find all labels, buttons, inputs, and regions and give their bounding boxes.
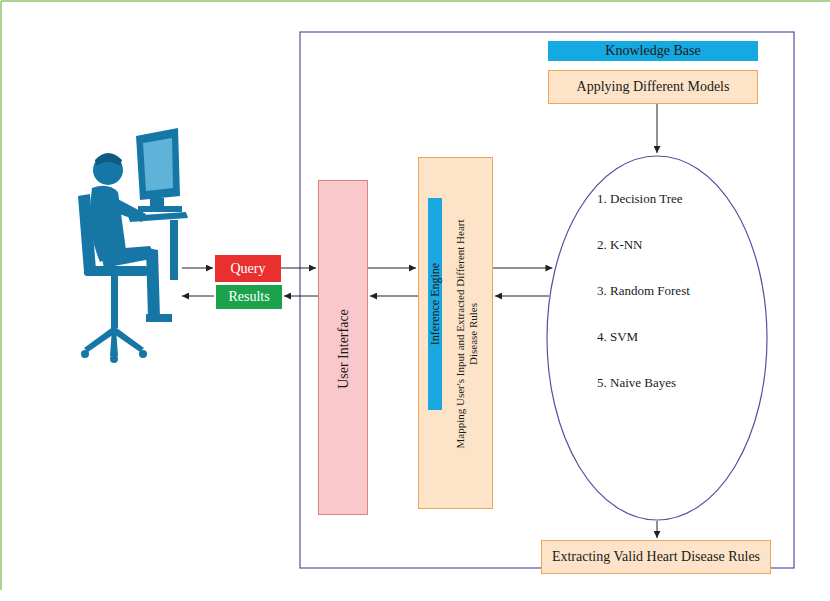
- list-item: 5. Naive Bayes: [597, 375, 690, 391]
- rotated-label: User Interface: [336, 309, 352, 389]
- list-item: 1. Decision Tree: [597, 191, 690, 207]
- user-arrow: [182, 296, 214, 297]
- frame-line: [1, 0, 830, 2]
- rotated-label: Inference Engine: [428, 263, 442, 345]
- model-list: 1. Decision Tree 2. K-NN 3. Random Forest 4…: [597, 191, 690, 421]
- user-interface-box: User Interface: [318, 180, 368, 515]
- flow-arrow: [370, 296, 418, 297]
- flow-arrow: [284, 296, 318, 297]
- process-box: Extracting Valid Heart Disease Rules: [541, 540, 771, 574]
- flow-arrow: [657, 521, 658, 538]
- flow-arrow: [657, 104, 658, 153]
- frame-line: [0, 1, 2, 590]
- box-label: Knowledge Base: [605, 43, 700, 59]
- knowledge-base-box: Knowledge Base: [548, 41, 758, 61]
- query-box: Query: [215, 255, 281, 282]
- flow-arrow: [493, 268, 552, 269]
- flow-arrow: [495, 296, 549, 297]
- system-boundary: [300, 32, 794, 568]
- user-at-computer: [78, 128, 188, 363]
- process-box: Applying Different Models: [548, 70, 758, 104]
- inference-engine-bar: Inference Engine: [428, 198, 442, 410]
- user-arrow: [182, 268, 213, 269]
- results-box: Results: [216, 285, 282, 309]
- flow-arrow: [368, 268, 416, 269]
- list-item: 2. K-NN: [597, 237, 690, 253]
- box-label: Results: [228, 289, 269, 305]
- list-item: 4. SVM: [597, 329, 690, 345]
- ellipse-outline: [546, 155, 768, 521]
- box-label: Applying Different Models: [577, 79, 730, 95]
- rotated-label: Mapping User's Input and Extracted Diffe…: [454, 216, 480, 452]
- models-ellipse: 1. Decision Tree 2. K-NN 3. Random Forest 4…: [546, 155, 768, 521]
- box-label: Query: [231, 261, 266, 277]
- box-label: Extracting Valid Heart Disease Rules: [552, 549, 760, 565]
- list-item: 3. Random Forest: [597, 283, 690, 299]
- flow-arrow: [281, 268, 316, 269]
- inference-box: Mapping User's Input and Extracted Diffe…: [418, 157, 493, 509]
